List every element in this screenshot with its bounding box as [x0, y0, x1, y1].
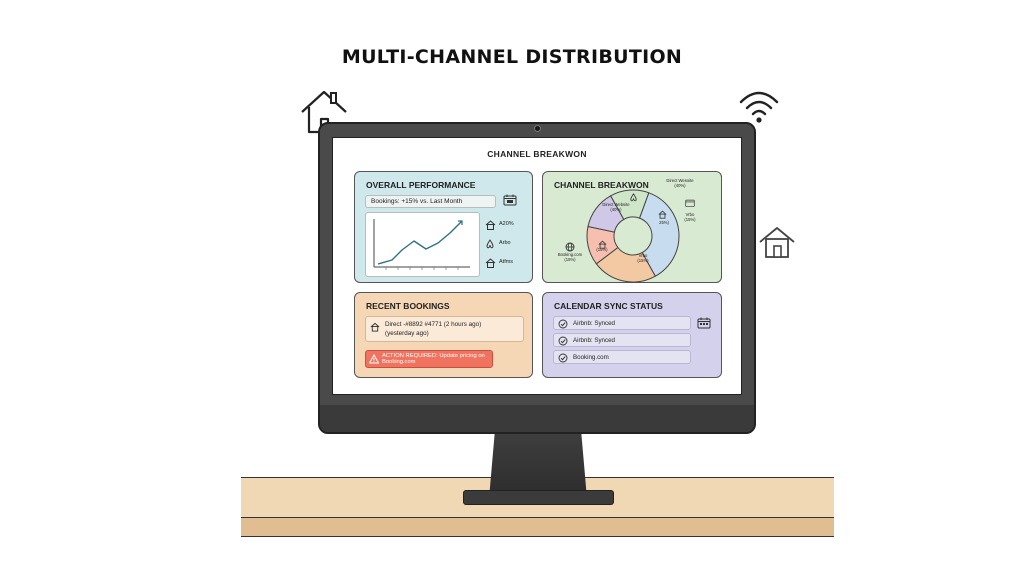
webcam-icon: [534, 125, 541, 132]
channel-breakdown-card[interactable]: CHANNEL BREAKWON Direct Wesoite (40%) Di…: [542, 171, 722, 283]
check-circle-icon: [558, 336, 568, 345]
monitor-chin: [320, 405, 754, 432]
sync-label: Airbnb: Synced: [573, 337, 615, 344]
sync-label: Booking.com: [573, 354, 609, 361]
check-circle-icon: [558, 353, 568, 362]
card-title: RECENT BOOKINGS: [366, 301, 450, 311]
airbnb-icon: [630, 193, 637, 202]
alert-text: ACTION REQUIRED: Update pricing on Booki…: [382, 352, 485, 366]
trend-line: [377, 220, 463, 265]
booking-item[interactable]: Direct -#8892 #4771 (2 hours ago) (yeste…: [365, 316, 524, 342]
desk-edge: [241, 517, 834, 537]
house-icon: [485, 220, 496, 230]
monitor-stand-base: [463, 490, 614, 505]
house-icon: [658, 210, 667, 219]
donut-slice[interactable]: [609, 189, 650, 221]
overall-performance-card[interactable]: OVERALL PERFORMANCE Bookings: +15% vs. L…: [354, 171, 533, 283]
bookings-summary: Bookings: +15% vs. Last Month: [365, 195, 496, 208]
recent-bookings-card[interactable]: RECENT BOOKINGS Direct -#8892 #4771 (2 h…: [354, 292, 533, 378]
globe-icon: [565, 242, 575, 252]
booking-line: (yesterday ago): [385, 330, 429, 337]
slice-label: Booking.com (15%): [557, 252, 583, 262]
calendar-icon[interactable]: [697, 317, 711, 329]
airbnb-icon: [486, 239, 494, 249]
channel-donut-chart[interactable]: [583, 186, 683, 286]
legend-label: A20%: [499, 221, 514, 227]
page-title: MULTI-CHANNEL DISTRIBUTION: [341, 46, 683, 68]
house-icon: [370, 322, 380, 332]
sync-item[interactable]: Airbnb: Synced: [553, 316, 691, 330]
card-title: OVERALL PERFORMANCE: [366, 180, 476, 190]
slice-label: Direct Wesoite (40%): [666, 178, 694, 188]
card-title: CALENDAR SYNC STATUS: [554, 301, 663, 311]
booking-line: Direct -#8892 #4771 (2 hours ago): [385, 321, 482, 328]
warning-icon: [369, 354, 379, 364]
slice-label: (15%): [596, 247, 608, 252]
sync-item[interactable]: Booking.com: [553, 350, 691, 364]
legend-label: Arbo: [499, 240, 511, 246]
action-required-alert[interactable]: ACTION REQUIRED: Update pricing on Booki…: [365, 350, 493, 368]
check-circle-icon: [558, 319, 568, 328]
donut-slice[interactable]: [638, 192, 680, 277]
house-icon: [485, 258, 496, 268]
house-icon: [598, 240, 607, 249]
slice-label: 25%): [659, 220, 669, 225]
slice-label: Direct Website (40%): [602, 202, 630, 212]
performance-chart: [365, 212, 480, 277]
monitor-stand-neck: [489, 432, 587, 494]
calendar-sync-card[interactable]: CALENDAR SYNC STATUS Airbnb: Synced Airb…: [542, 292, 722, 378]
calendar-icon[interactable]: [503, 194, 517, 206]
legend-label: Atfms: [499, 259, 514, 265]
slice-label: Vrbo (15%): [637, 253, 649, 263]
wifi-icon: [739, 91, 779, 123]
slice-label: Vrbo (15%): [684, 212, 696, 222]
card-title: CHANNEL BREAKWON: [554, 180, 649, 190]
calendar-icon: [685, 199, 695, 207]
line-chart: [373, 219, 470, 270]
sync-label: Airbnb: Synced: [573, 320, 615, 327]
screen-title: CHANNEL BREAKWON: [487, 149, 587, 159]
sync-item[interactable]: Airbnb: Synced: [553, 333, 691, 347]
house-icon: [759, 227, 795, 258]
